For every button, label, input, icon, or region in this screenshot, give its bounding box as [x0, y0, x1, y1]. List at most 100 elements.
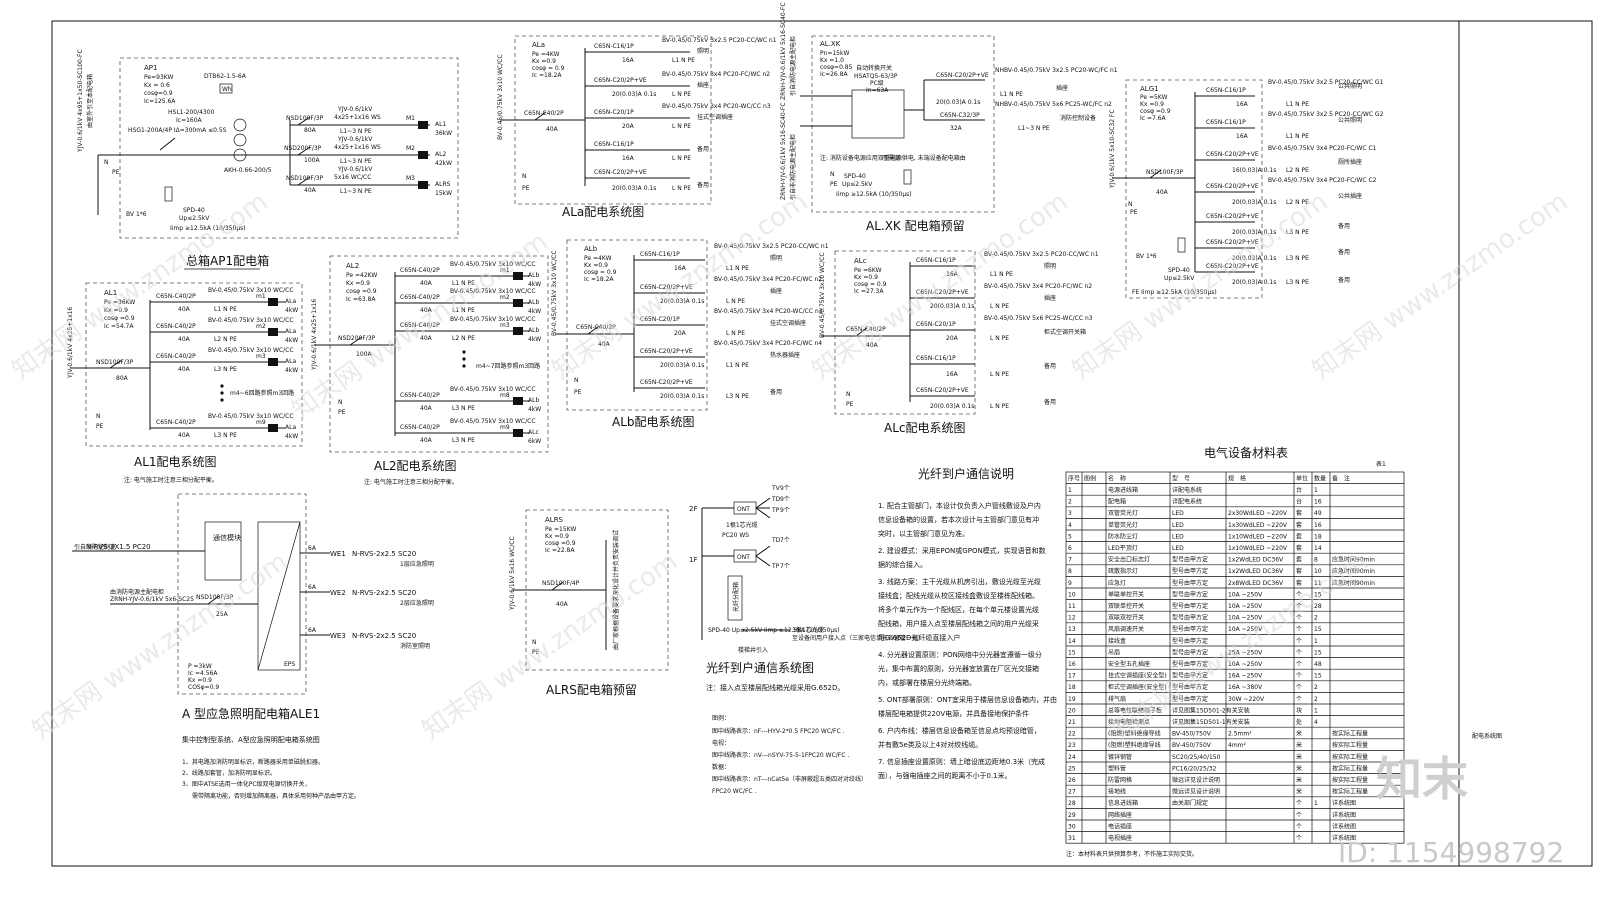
svg-text:面），与强电插座之间的距离不小于0.1米。: 面），与强电插座之间的距离不小于0.1米。 [878, 771, 1012, 780]
svg-text:WE3: WE3 [330, 632, 346, 640]
table-cell: 套 [1296, 509, 1302, 517]
ale1-module-label: 通信模块 [213, 533, 241, 542]
alg1-circuit-2: C65N-C16/1P 16A BV-0.45/0.75kV 3x2.5 PC2… [1195, 111, 1384, 140]
ale1-title: A 型应急照明配电箱ALE1 [182, 706, 320, 721]
svg-text:YJV-0.6/1kV: YJV-0.6/1kV [337, 106, 373, 113]
table-cell: PC16/20/25/32 [1172, 765, 1217, 772]
svg-text:BV-0.45/0.75kV 3x10 WC/CC: BV-0.45/0.75kV 3x10 WC/CC [450, 316, 536, 323]
svg-text:内，或部署在楼层分光终端箱。: 内，或部署在楼层分光终端箱。 [878, 678, 976, 687]
table-cell: 11 [1068, 603, 1076, 610]
svg-text:N: N [96, 413, 101, 420]
ala-title: ALa配电系统图 [562, 205, 644, 219]
svg-text:L1 N PE: L1 N PE [452, 307, 475, 314]
table-cell: 挂式空调插座(安全型) [1108, 672, 1167, 680]
svg-text:HSATQ5-63/3P: HSATQ5-63/3P [854, 73, 898, 80]
svg-text:ALRS: ALRS [545, 516, 564, 524]
table-cell: 30 [1068, 823, 1076, 830]
ap1-breaker-2: NSD200F/3P 100A YJV-0.6/1kV 4x25+1x16 WS… [284, 136, 452, 167]
svg-text:BV-0.45/0.75kV 3x2.5 PC20-CC/W: BV-0.45/0.75kV 3x2.5 PC20-CC/WC n1 [714, 243, 829, 250]
table-cell: 序号 [1068, 474, 1080, 482]
svg-text:挂式空调插座: 挂式空调插座 [697, 113, 733, 121]
svg-text:ALb: ALb [528, 299, 539, 306]
table-cell: 21 [1068, 719, 1076, 726]
watermark-text: 知末网 www.znzmo.com [417, 547, 683, 746]
al1-circuit-3: C65N-C40/2P 40A BV-0.45/0.75kV 3x10 WC/C… [150, 347, 298, 374]
sheet-frame [51, 20, 1593, 867]
table-cell: 15 [1314, 649, 1322, 656]
table-cell: 2.5mm² [1228, 731, 1252, 738]
svg-text:40A: 40A [420, 405, 433, 412]
table-cell: 按实际工程量 [1332, 776, 1368, 784]
svg-text:BV-0.45/0.75kV 3x10 WC/CC: BV-0.45/0.75kV 3x10 WC/CC [497, 54, 504, 140]
table-cell: 1 [1314, 707, 1318, 714]
svg-text:C65N-C16/1P: C65N-C16/1P [594, 43, 634, 50]
svg-text:注: 消防设备电源应用双重电源供电, 末端设备配电箱由: 注: 消防设备电源应用双重电源供电, 末端设备配电箱由 [820, 154, 966, 162]
table-cell: 风扇调速开关 [1108, 625, 1144, 633]
svg-text:1、其电路加消防明显标识，断路器采用单磁脱扣器。: 1、其电路加消防明显标识，断路器采用单磁脱扣器。 [182, 758, 324, 766]
table-cell: 27 [1068, 789, 1076, 796]
table-cell: 型号由甲方定 [1172, 695, 1208, 703]
svg-text:1层应急照明: 1层应急照明 [400, 560, 434, 568]
svg-text:cosφ =0.9: cosφ =0.9 [104, 315, 135, 322]
svg-text:C65N-C40/2P: C65N-C40/2P [156, 293, 196, 300]
svg-text:N: N [846, 391, 851, 398]
table-cell: 4 [1314, 719, 1318, 726]
svg-text:BV-0.45/0.75kV 3x4 PC20-WC/CC: BV-0.45/0.75kV 3x4 PC20-WC/CC n3 [714, 308, 823, 315]
table-cell: 微远详见设计说明 [1172, 776, 1220, 784]
svg-text:BV-0.45/0.75kV 3x10 WC/CC: BV-0.45/0.75kV 3x10 WC/CC [208, 413, 294, 420]
watermark-text: 知末网 www.znzmo.com [1067, 187, 1333, 386]
table-cell: 25 [1068, 765, 1076, 772]
alc-title: ALc配电系统图 [884, 421, 966, 435]
svg-text:柜式空调开关箱: 柜式空调开关箱 [1044, 328, 1086, 336]
svg-text:ALb: ALb [528, 327, 539, 334]
svg-text:36kW: 36kW [435, 130, 452, 137]
svg-text:6A: 6A [308, 627, 317, 634]
svg-text:备用: 备用 [770, 388, 782, 396]
svg-text:m3: m3 [500, 322, 510, 329]
ala-panel: ALa Pe =4KW Kx =0.9 cosφ = 0.9 Ic =18.2A… [497, 35, 777, 219]
svg-text:ALa: ALa [285, 358, 296, 365]
svg-text:YJV-0.6/1kV 5x10-SC32 FC: YJV-0.6/1kV 5x10-SC32 FC [1109, 109, 1116, 189]
svg-text:4kW: 4kW [285, 337, 298, 344]
svg-text:9个: 9个 [780, 485, 790, 492]
svg-text:插座: 插座 [697, 81, 709, 89]
svg-text:ALa: ALa [285, 298, 296, 305]
svg-text:20(0.03)A 0.1s: 20(0.03)A 0.1s [1232, 279, 1276, 286]
table-cell: 14 [1314, 545, 1322, 552]
svg-text:40A: 40A [556, 601, 569, 608]
table-cell: 防雷网格 [1108, 776, 1132, 784]
table-cell: 套 [1296, 521, 1302, 529]
svg-text:N: N [338, 399, 343, 406]
svg-text:Ic =7.6A: Ic =7.6A [1140, 115, 1167, 122]
table-cell: 23 [1068, 742, 1076, 749]
svg-text:ALa: ALa [285, 424, 296, 431]
svg-text:4kW: 4kW [528, 281, 541, 288]
table-cell: 双联单控开关 [1108, 602, 1144, 610]
table-cell: LED [1172, 510, 1184, 517]
svg-text:BV-0.45/0.75kV 3x10 WC/CC: BV-0.45/0.75kV 3x10 WC/CC [208, 317, 294, 324]
ap1-breaker-3: NSD100F/3P 40A YJV-0.6/1kV 5x16 WC/CC L1… [286, 166, 452, 197]
alrs-panel: ALRS Pe =15KW Kx =0.9 cosφ =0.9 Ic =22.8… [509, 509, 669, 697]
svg-text:3根1芯光缆: 3根1芯光缆 [792, 626, 824, 634]
table-cell: 个 [1296, 615, 1302, 622]
svg-text:L3 N PE: L3 N PE [1286, 255, 1309, 262]
svg-text:Kx =0.9: Kx =0.9 [545, 533, 569, 540]
table-cell: 1 [1068, 487, 1072, 494]
svg-text:L N PE: L N PE [990, 335, 1009, 342]
ala-circuit-5: C65N-C20/2P+VE 20(0.03)A 0.1s L N PE 备用 [585, 169, 709, 192]
svg-text:25A: 25A [216, 611, 229, 618]
table-cell: 总等电位联结端子板 [1108, 706, 1162, 714]
svg-text:配线箱，用户接入点至楼层配线箱之间的用户光缆采: 配线箱，用户接入点至楼层配线箱之间的用户光缆采 [878, 619, 1039, 628]
svg-text:C65N-C16/1P: C65N-C16/1P [916, 355, 956, 362]
table-cell: 台 [1296, 498, 1302, 506]
svg-text:TD: TD [771, 496, 781, 503]
svg-text:m3: m3 [256, 353, 266, 360]
table-cell: 台 [1296, 486, 1302, 494]
alxk-title: AL.XK 配电箱预留 [866, 218, 965, 233]
svg-text:9个: 9个 [780, 507, 790, 514]
